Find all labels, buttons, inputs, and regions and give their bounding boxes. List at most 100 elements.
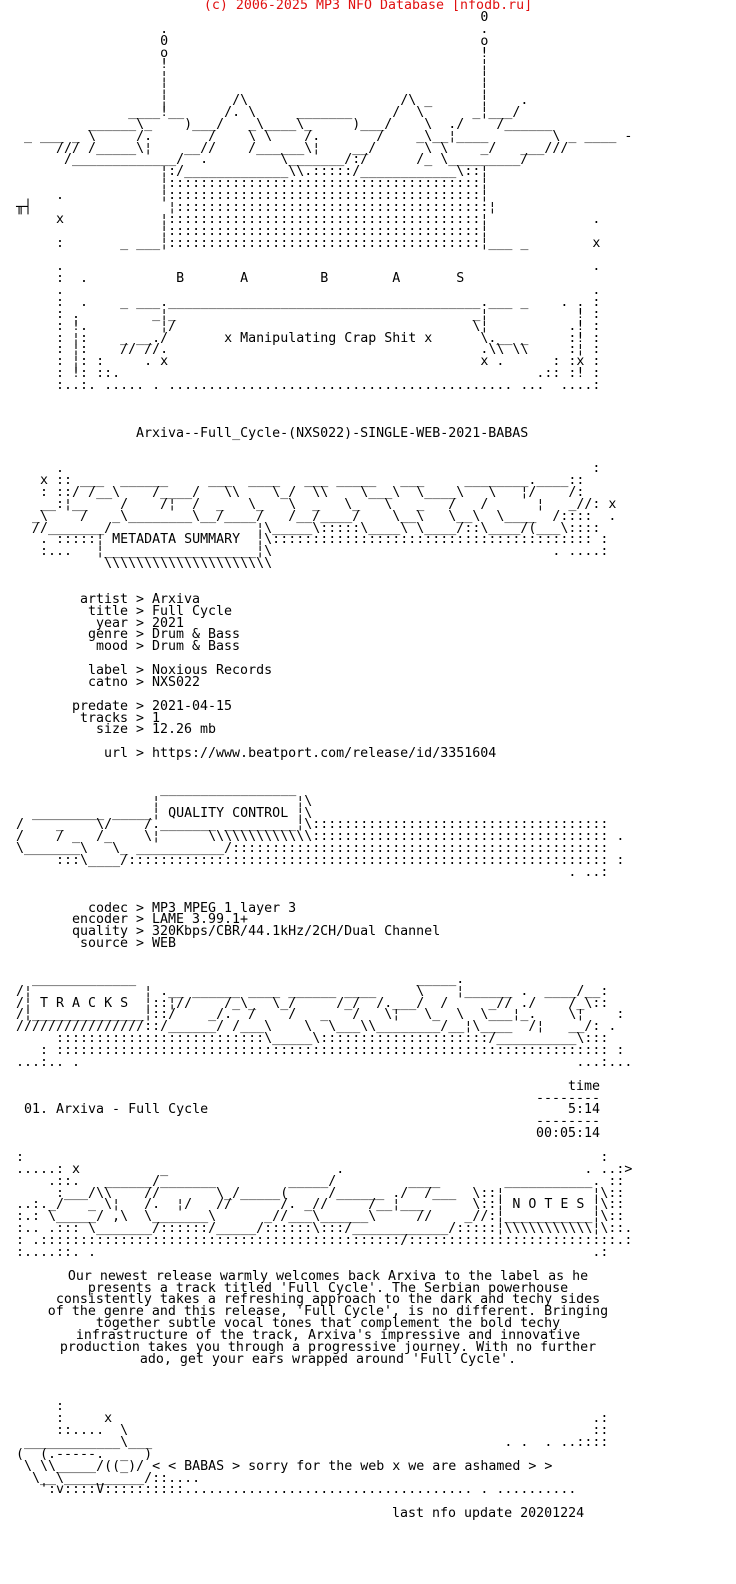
field-separator: >	[135, 603, 144, 619]
babas-logo-art-line: ______\_ )___/ _\____\_ )___/ \ ./ /____…	[0, 116, 553, 132]
babas-logo-art-line: ¦ ¦	[0, 69, 489, 85]
footer-art-line: ____________\___ . . . ..::::	[0, 1434, 609, 1450]
babas-logo-art-line: ¦ ¦	[0, 81, 489, 97]
babas-logo-art-line: : . _¦_ _¦ ! :	[0, 306, 601, 322]
babas-logo-art-line: . .	[0, 259, 601, 275]
babas-logo-art-line: x ¦:::::::::::::::::::::::::::::::::::::…	[0, 211, 601, 227]
track-row: 01. Arxiva - Full Cycle 5:14	[0, 1102, 736, 1118]
nfo-document: (c) 2006-2025 MP3 NFO Database [nfodb.ru…	[0, 0, 736, 1522]
field-label: label	[87, 663, 128, 678]
metadata-field-artist: artist>Arxiva	[0, 591, 736, 607]
tracklist-total: 00:05:14	[0, 1126, 736, 1142]
metadata-summary-banner-line: //_______/ ¦\_____\:::::\____\ \____/::\…	[0, 520, 601, 536]
field-label: codec	[87, 900, 128, 916]
quality-control-banner-line: / / _ /_ \¦ \\\\\\\\\\\\\:::::::::::::::…	[0, 829, 625, 845]
metadata-summary-banner-line: :... ¦___________________¦\ . ....:	[0, 544, 609, 560]
footer-art-line: :	[0, 1399, 65, 1415]
blank-line	[0, 1389, 736, 1401]
notes-banner-line: :___/\\ // \_/_____( /______ ./ /___ \::…	[0, 1185, 625, 1201]
field-value: Noxious Records	[152, 663, 273, 678]
field-value: 2021-04-15	[152, 698, 233, 714]
babas-logo-art-line: /_____________/ . \_______/:/ /_ \______…	[0, 152, 529, 168]
notes-text-line: of the genre and this release, 'Full Cyc…	[47, 1304, 609, 1320]
footer-art-line: \ \\_____/((_)/ < < BABAS > sorry for th…	[0, 1458, 553, 1474]
quality-control-banner-line: \_______\ \_ ___________/:::::::::::::::…	[0, 841, 609, 857]
babas-logo-art-line: . .	[0, 21, 489, 37]
metadata-summary-banner-line: _\ / _\________\__/____/ /__/____/ \__\ …	[0, 508, 617, 524]
babas-logo-art-line: : !. ¦/ \¦ .! :	[0, 318, 601, 334]
field-label: mood	[95, 639, 128, 655]
field-separator: >	[135, 591, 144, 607]
rule: --------	[535, 1090, 600, 1106]
babas-logo-art-line: : . _ ___.______________________________…	[0, 294, 601, 310]
field-label: source	[79, 936, 128, 952]
metadata-summary-banner-line: : ::/ /__\ /____/ \\ \_/ \\ \___\ \____\…	[0, 484, 585, 500]
blank-line	[0, 570, 736, 582]
metadata-field-predate: predate>2021-04-15	[0, 698, 736, 714]
babas-logo-art-line: : ¦: // //. .\\ \\ :¦ :	[0, 342, 601, 358]
notes-banner-line: :....::. . .:	[0, 1244, 609, 1260]
babas-logo-art-line: . .	[0, 283, 601, 298]
total-duration: 00:05:14	[535, 1126, 600, 1142]
track-duration: 5:14	[567, 1102, 600, 1118]
metadata-field-tracks: tracks>1	[0, 710, 736, 726]
field-value[interactable]: https://www.beatport.com/release/id/3351…	[152, 746, 497, 762]
field-label: tracks	[79, 710, 128, 726]
notes-text-line: presents a track titled 'Full Cycle'. Th…	[87, 1280, 569, 1296]
tracklist-rule: --------	[0, 1115, 736, 1128]
field-label: url	[103, 746, 128, 762]
last-update: last nfo update 20201224	[392, 1506, 585, 1522]
notes-text-line: together subtle vocal tones that complem…	[95, 1316, 561, 1332]
field-label: predate	[71, 698, 128, 714]
notes-banner-line: .::. ______/_______ _____/ ____ ________…	[0, 1173, 625, 1189]
last-update-row: last nfo update 20201224	[0, 1506, 736, 1522]
metadata-field-title: title>Full Cycle	[0, 603, 736, 619]
tracks-banner-line: _____________ _____.	[0, 971, 465, 987]
footer-art-line: \__\__________/::....	[0, 1470, 201, 1486]
notes-banner-line: :.: \_____/ ,\ \_______\ _//___\______\ …	[0, 1209, 625, 1225]
copyright-banner: (c) 2006-2025 MP3 NFO Database [nfodb.ru…	[203, 0, 533, 13]
metadata-summary-banner-line: __:¦__ / /¦ / _ \_ \ _ \_ \ _ / / ¦ _//:…	[0, 496, 617, 512]
field-value: MP3 MPEG 1 layer 3	[152, 900, 297, 916]
babas-logo-art-line: 0 o	[0, 33, 489, 49]
babas-logo-art-line: : _ ___¦::::::::::::::::::::::::::::::::…	[0, 235, 601, 251]
blank-line	[0, 392, 736, 404]
notes-text-line: infrastructure of the track, Arxiva's im…	[75, 1328, 581, 1343]
tracks-banner-line: ...:.. . ...:...	[0, 1054, 633, 1070]
metadata-summary-banner-line: . :	[0, 461, 601, 477]
footer-art-line: ( (.-----. _ )	[0, 1446, 153, 1462]
track-title: 01. Arxiva - Full Cycle	[24, 1102, 209, 1118]
notes-text-line: consistently takes a refreshing approach…	[55, 1292, 601, 1308]
metadata-field-url: url > https://www.beatport.com/release/id/…	[0, 746, 736, 762]
babas-logo-art-line: : ¦: : . x x . : :x :	[0, 354, 601, 370]
quality-field-source: source>WEB	[0, 936, 736, 952]
blank-line	[0, 439, 736, 451]
metadata-field-catno: catno>NXS022	[0, 674, 736, 690]
babas-logo-art-line: _ ___ _ \ /. / \ \ /. / _\__¦____ \ _ __…	[0, 128, 633, 144]
field-value: Drum & Bass	[152, 639, 241, 655]
babas-logo-art-line: :..:. ..... . ..........................…	[0, 378, 601, 393]
notes-banner-line: ..:._/ _ \¦ /. ¦/ // /. _// /__¦___ \::¦…	[0, 1197, 625, 1213]
babas-logo-art-line: . ¦:::::::::::::::::::::::::::::::::::::…	[0, 188, 489, 203]
field-separator: >	[135, 639, 144, 655]
footer-art-line: : x .:	[0, 1411, 609, 1427]
babas-logo-art-line: ¦:::::::::::::::::::::::::::::::::::::::…	[0, 223, 489, 239]
field-label: title	[87, 603, 128, 619]
quality-control-banner-line: . ..:	[0, 864, 609, 880]
field-separator: >	[135, 746, 144, 762]
quality-field-codec: codec > MP3 MPEG 1 layer 3	[0, 900, 736, 916]
field-value: NXS022	[152, 674, 201, 690]
tracks-banner-line: /¦ ¦ .__ ______ ____ ______ ____ \ ¦____…	[0, 983, 609, 999]
field-label: encoder	[71, 912, 128, 928]
babas-logo-art-line: o !	[0, 45, 489, 61]
babas-logo-art-line: ____!__ /. \ _______ / \ _¦___/	[0, 104, 521, 120]
release-name-row: Arxiva--Full_Cycle-(NXS022)-SINGLE-WEB-2…	[0, 426, 736, 439]
field-label: quality	[71, 924, 128, 940]
quality-control-banner-line: :::\____/:::::::::::::::::::::::::::::::…	[0, 853, 625, 868]
metadata-summary-banner-line: \\\\\\\\\\\\\\\\\\\\\	[0, 556, 273, 572]
babas-logo-art-line: ╥┤ ¦::::::::::::::::::::::::::::::::::::…	[0, 199, 497, 215]
babas-logo-art-line: : !: ::. .:: :! :	[0, 366, 601, 382]
babas-logo-art-line: ¦:::::::::::::::::::::::::::::::::::::::…	[0, 176, 489, 192]
field-value: WEB	[152, 936, 177, 952]
field-separator: >	[135, 900, 144, 916]
